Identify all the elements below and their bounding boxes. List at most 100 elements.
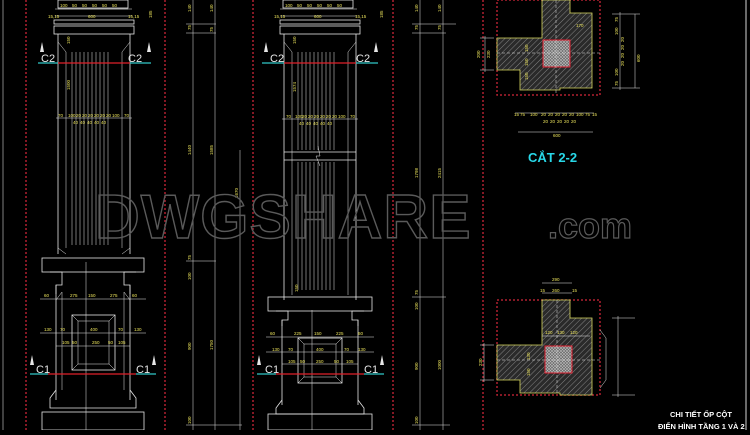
svg-text:70: 70 — [350, 114, 356, 119]
svg-text:20: 20 — [557, 119, 563, 124]
svg-text:150: 150 — [524, 58, 529, 66]
svg-text:50: 50 — [92, 3, 98, 8]
svg-text:1574: 1574 — [292, 81, 297, 92]
side-dimension-chain-1: 140 140 75 75 1440 1585 1670 75 100 900 … — [186, 0, 242, 430]
svg-text:185: 185 — [148, 10, 153, 18]
svg-text:1798: 1798 — [414, 167, 419, 178]
svg-text:60: 60 — [270, 331, 276, 336]
svg-text:40: 40 — [306, 121, 312, 126]
svg-text:20: 20 — [308, 114, 314, 119]
svg-text:140: 140 — [437, 4, 442, 12]
side-dimension-chain-2: 140 140 75 75 1798 2415 75 100 900 1000 … — [412, 0, 456, 430]
svg-text:50: 50 — [307, 3, 313, 8]
svg-text:70: 70 — [60, 327, 66, 332]
flutes-2 — [284, 52, 356, 290]
svg-text:600: 600 — [88, 14, 96, 19]
svg-text:40: 40 — [101, 120, 107, 125]
svg-text:20: 20 — [543, 119, 549, 124]
svg-text:50: 50 — [300, 359, 306, 364]
svg-text:40: 40 — [87, 120, 93, 125]
svg-text:600: 600 — [553, 133, 561, 138]
svg-text:20: 20 — [82, 113, 88, 118]
svg-text:130: 130 — [272, 347, 280, 352]
svg-text:15,15: 15,15 — [355, 14, 367, 19]
svg-text:150: 150 — [314, 331, 322, 336]
svg-text:20: 20 — [302, 114, 308, 119]
svg-text:200: 200 — [476, 50, 481, 58]
svg-text:50: 50 — [108, 340, 114, 345]
column-elevation-2[interactable]: C2 C2 C1 C1 100 50 50 50 50 50 15,15 15,… — [257, 0, 384, 431]
svg-text:100: 100 — [530, 112, 538, 117]
dimensions-elevation-2: 100 50 50 50 50 50 15,15 15,15 600 185 1… — [266, 3, 384, 365]
section-1-1-plan[interactable]: 290 15 260 15 120 130 120 130 150 230 — [478, 277, 635, 397]
svg-text:1670: 1670 — [234, 187, 239, 198]
section-line-c1-2[interactable]: C1 C1 — [257, 355, 384, 376]
svg-text:50: 50 — [337, 3, 343, 8]
svg-text:20: 20 — [94, 113, 100, 118]
svg-text:130: 130 — [557, 330, 565, 335]
svg-text:40: 40 — [94, 120, 100, 125]
svg-text:100: 100 — [614, 68, 619, 76]
svg-text:75: 75 — [614, 16, 619, 22]
svg-text:60: 60 — [132, 293, 138, 298]
flutes-1 — [71, 52, 109, 245]
svg-text:140: 140 — [187, 4, 192, 12]
svg-text:900: 900 — [187, 342, 192, 350]
svg-text:100: 100 — [112, 113, 120, 118]
svg-text:130: 130 — [134, 327, 142, 332]
svg-text:290: 290 — [552, 277, 560, 282]
svg-text:170: 170 — [576, 23, 584, 28]
title-line-1: CHI TIẾT ỐP CỘT — [670, 409, 732, 419]
svg-text:75: 75 — [209, 26, 214, 32]
section-2-2-plan[interactable]: 170 150 150 150 200 230 75 100 20 20 20 … — [476, 0, 641, 165]
svg-text:40: 40 — [320, 121, 326, 126]
svg-text:20: 20 — [106, 113, 112, 118]
section-line-c1-1[interactable]: C1 C1 — [30, 355, 156, 376]
svg-text:100: 100 — [414, 416, 419, 424]
svg-text:600: 600 — [636, 54, 641, 62]
svg-text:2415: 2415 — [437, 167, 442, 178]
svg-text:50: 50 — [72, 3, 78, 8]
section-line-c2-2[interactable]: C2 C2 — [262, 42, 378, 65]
svg-text:130: 130 — [526, 352, 531, 360]
section-label-c2-right: C2 — [128, 53, 142, 65]
section-label-c1-left: C1 — [265, 364, 279, 376]
svg-text:20: 20 — [326, 114, 332, 119]
svg-text:130: 130 — [358, 347, 366, 352]
svg-text:275: 275 — [110, 293, 118, 298]
svg-text:230: 230 — [486, 50, 491, 58]
svg-text:15: 15 — [592, 112, 598, 117]
svg-text:150: 150 — [292, 36, 297, 44]
svg-text:20: 20 — [564, 119, 570, 124]
svg-text:140: 140 — [209, 4, 214, 12]
column-elevation-1[interactable]: C2 C2 C1 C1 100 50 50 50 50 50 15,15 15,… — [30, 0, 156, 431]
svg-text:275: 275 — [70, 293, 78, 298]
svg-text:600: 600 — [314, 14, 322, 19]
svg-text:75: 75 — [614, 80, 619, 86]
svg-text:75: 75 — [187, 24, 192, 30]
section-line-c2-1[interactable]: C2 C2 — [38, 42, 151, 65]
svg-text:1440: 1440 — [187, 144, 192, 155]
section-label-c2-left: C2 — [41, 53, 55, 65]
svg-text:50: 50 — [82, 3, 88, 8]
svg-text:105: 105 — [288, 359, 296, 364]
svg-text:120: 120 — [570, 330, 578, 335]
svg-text:150: 150 — [88, 293, 96, 298]
svg-text:50: 50 — [334, 359, 340, 364]
svg-text:50: 50 — [72, 340, 78, 345]
svg-text:70: 70 — [118, 327, 124, 332]
svg-text:15,15: 15,15 — [128, 14, 140, 19]
svg-text:60: 60 — [44, 293, 50, 298]
svg-text:100: 100 — [414, 302, 419, 310]
section-label-c2-right: C2 — [356, 53, 370, 65]
svg-text:20: 20 — [314, 114, 320, 119]
svg-text:105: 105 — [346, 359, 354, 364]
svg-text:50: 50 — [112, 3, 118, 8]
svg-text:70: 70 — [344, 347, 350, 352]
section-label-c1-right: C1 — [364, 364, 378, 376]
svg-text:1585: 1585 — [209, 144, 214, 155]
title-block: CHI TIẾT ỐP CỘT ĐIỂN HÌNH TẦNG 1 VÀ 2 — [658, 409, 745, 431]
section-title-2-2: CẮT 2-2 — [528, 150, 577, 165]
